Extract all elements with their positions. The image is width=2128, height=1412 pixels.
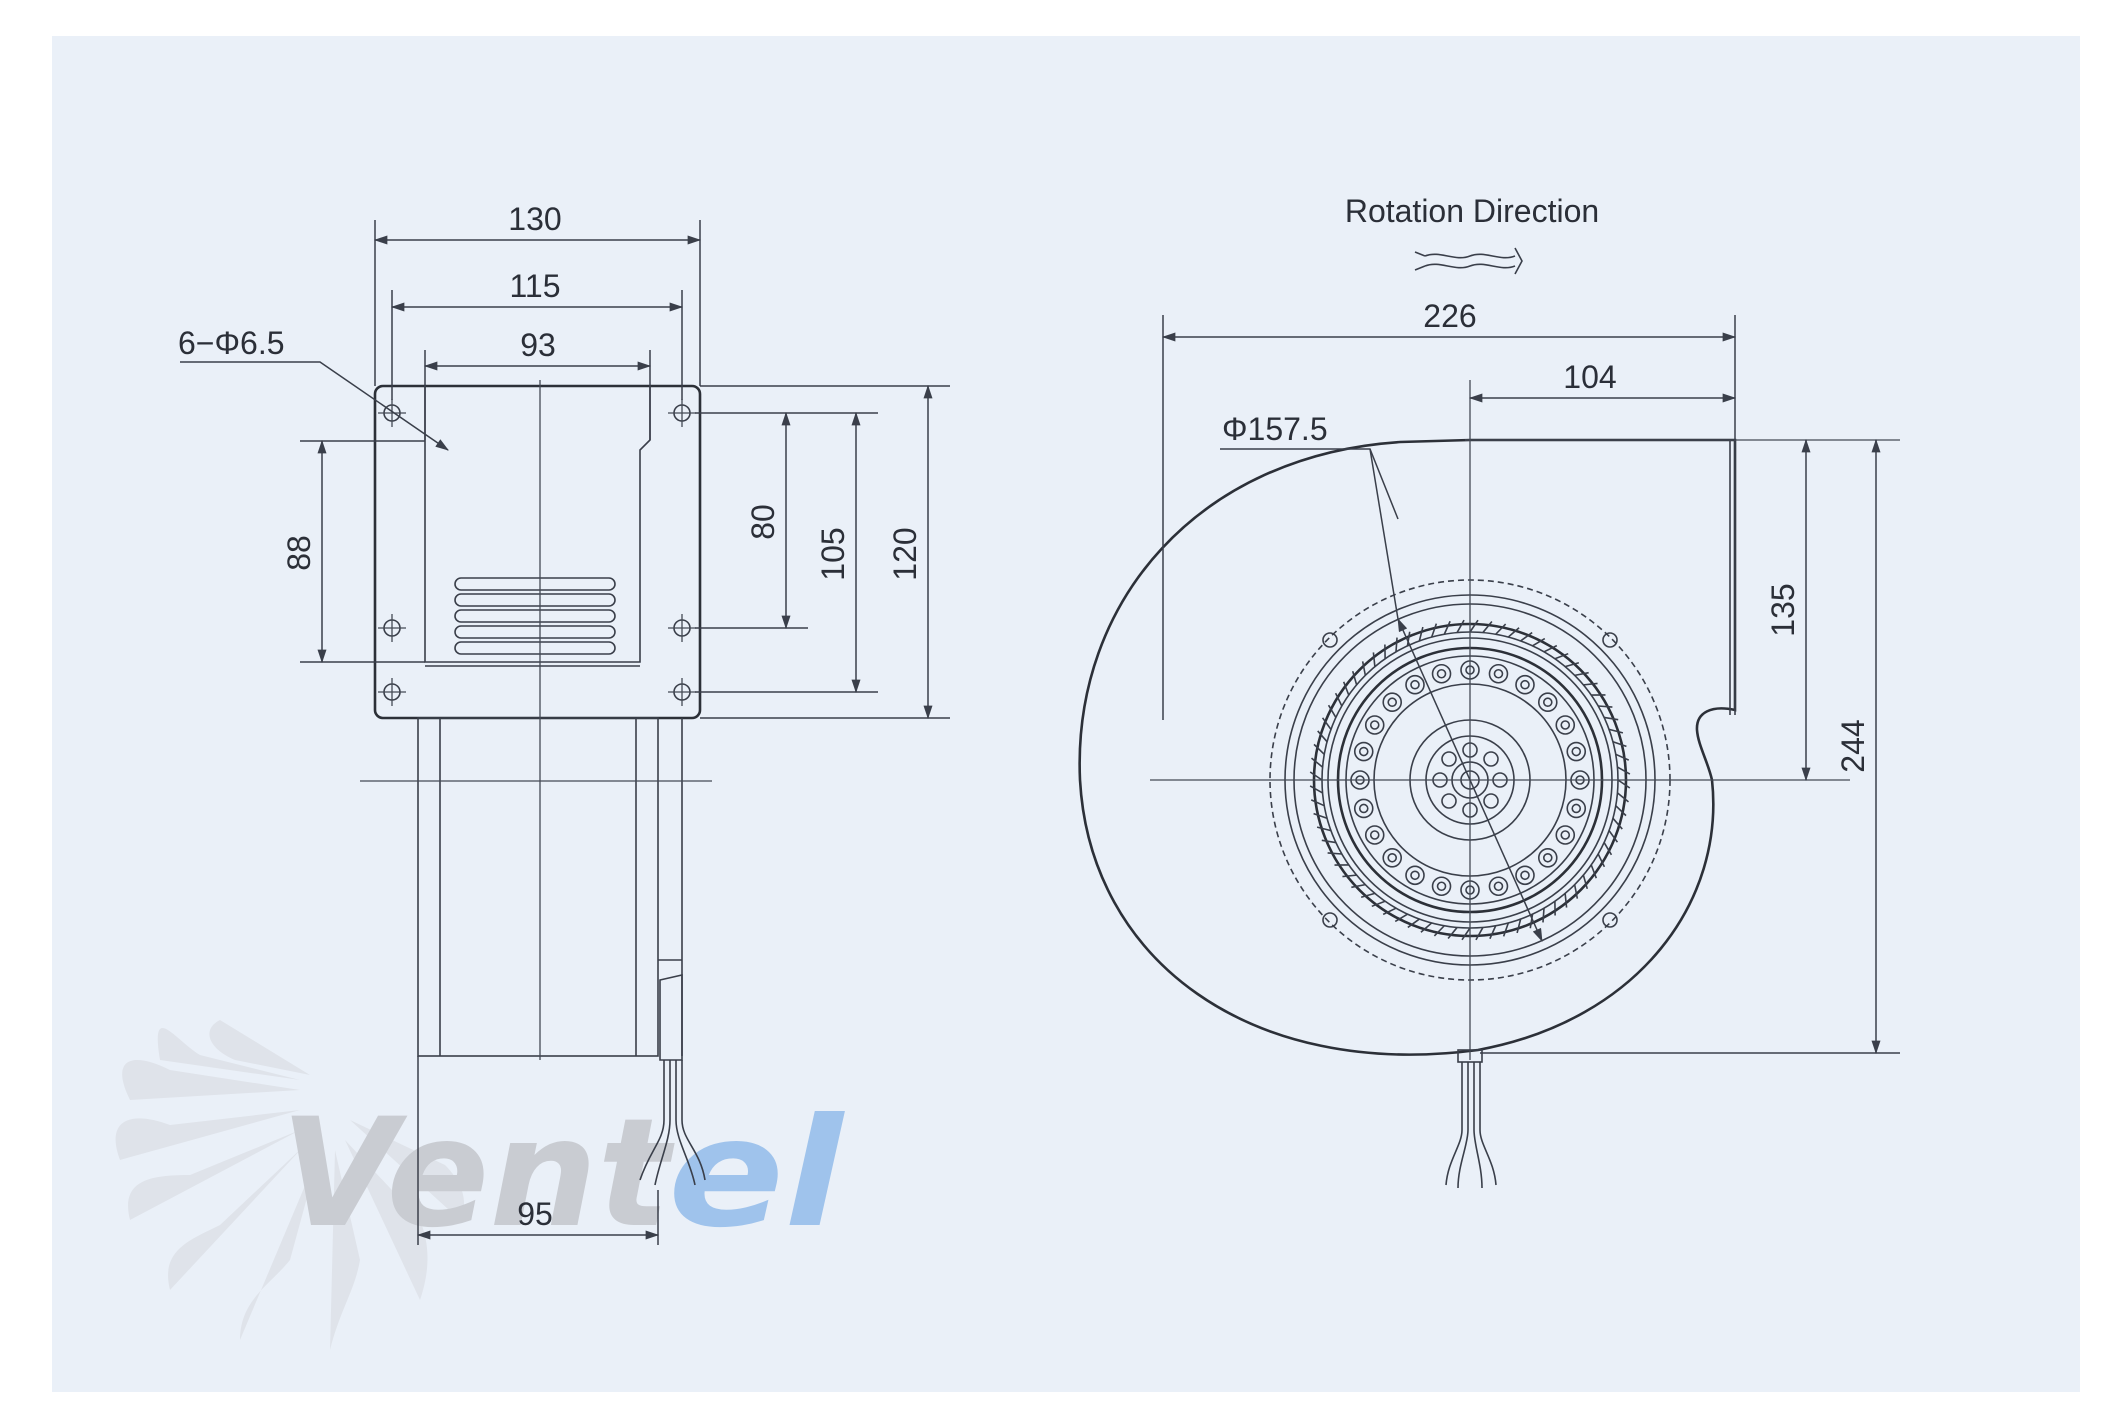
rivet-center [1571,746,1582,757]
blade-tick [1608,830,1619,843]
bottom-strip [52,1392,2080,1412]
rivet [1566,741,1587,762]
rivet-center [1542,697,1553,708]
blade-tick [1342,874,1357,878]
blade-tick [1617,779,1631,789]
blade-tick [1574,671,1589,677]
blade-tick [1321,717,1332,730]
blade-tick [1351,670,1358,686]
blade-tick [1321,839,1336,844]
rivet [1353,741,1374,762]
blade-tick [1309,785,1323,794]
cable-wires [639,1060,706,1186]
blade-tick [1554,652,1569,660]
blade-tick [1311,757,1324,768]
blade-tick [1604,716,1619,721]
blade-tick [1564,661,1580,668]
dim-hole-v-105: 105 [815,527,851,580]
rivet [1555,715,1576,735]
blade-tick [1590,864,1598,879]
blade-tick [1612,740,1627,748]
logo-text-el: el [668,1087,846,1261]
dim-outlet-height: 88 [281,535,317,571]
blade-tick [1617,766,1631,775]
dim-hole-v-80: 80 [745,504,781,540]
mounting-holes [378,399,696,706]
impeller-blades [1309,619,1631,941]
blade-tick [1598,705,1613,708]
blade-tick [1612,817,1623,830]
dim-outlet-to-center: 135 [1765,583,1801,636]
blade-tick [1615,805,1627,817]
dim-center-to-outlet: 104 [1563,359,1616,395]
side-view: 130 115 93 6−Φ6.5 88 80 105 120 95 [178,201,950,1245]
blade-tick [1382,907,1397,916]
motor-body [417,717,659,1057]
blade-tick [1361,661,1367,676]
drawing-panel [52,36,2080,1392]
rivet [1364,825,1385,845]
rotation-arrow-icon [1414,247,1523,275]
rivet-center [1560,720,1571,730]
rivet [1555,825,1576,845]
rotation-direction-label: Rotation Direction [1345,193,1599,229]
rivet [1364,715,1385,735]
blade-tick [1616,792,1629,803]
blade-tick [1573,884,1579,899]
blade-tick [1615,753,1630,761]
rivet-center [1387,852,1398,863]
blade-tick [1351,883,1366,889]
blade-tick [1583,682,1598,686]
rivet-center [1369,830,1380,840]
blade-tick [1608,728,1624,734]
blade-tick [1313,743,1325,755]
scroll-housing [1078,438,1737,1056]
blade-tick [1395,637,1398,652]
blade-tick [1334,692,1343,707]
rivet-center [1560,830,1571,840]
front-cable-wires [1445,1062,1497,1189]
dim-motor-depth: 95 [517,1196,553,1232]
front-view: Rotation Direction [1078,193,1900,1189]
rivet-center [1358,803,1369,814]
blade-tick [1564,893,1568,908]
blade-tick [1317,730,1328,743]
blade-tick [1313,812,1328,820]
blade-tick [1310,799,1325,807]
rivet-center [1369,720,1380,730]
blade-tick [1309,771,1323,781]
rivet [1566,798,1587,819]
dim-flange-height: 120 [887,527,923,580]
blade-tick [1360,892,1376,899]
blade-tick [1342,681,1350,696]
blade-tick [1327,704,1337,718]
rivet-center [1387,697,1398,708]
dim-inner-width: 93 [520,327,556,363]
blade-tick [1542,908,1545,923]
rivet-center [1542,852,1553,863]
rivet-center [1358,746,1369,757]
rivet-center [1571,803,1582,814]
dim-overall-width: 130 [508,201,561,237]
dim-hole-spacing: 115 [509,268,560,304]
blade-tick [1371,900,1386,908]
dim-total-height: 244 [1835,719,1871,772]
fan-blades-icon [115,1020,465,1350]
rivet [1353,798,1374,819]
blade-tick [1543,644,1558,653]
blade-tick [1597,853,1606,868]
blade-tick [1372,652,1376,667]
blade-tick [1316,826,1332,832]
cooling-fins [454,577,616,655]
blade-tick [1582,874,1589,890]
dim-impeller-diameter: Φ157.5 [1222,411,1328,447]
dim-total-width: 226 [1423,298,1476,334]
dim-mount-holes: 6−Φ6.5 [178,325,285,361]
blade-tick [1327,852,1342,855]
blade-tick [1603,842,1613,856]
